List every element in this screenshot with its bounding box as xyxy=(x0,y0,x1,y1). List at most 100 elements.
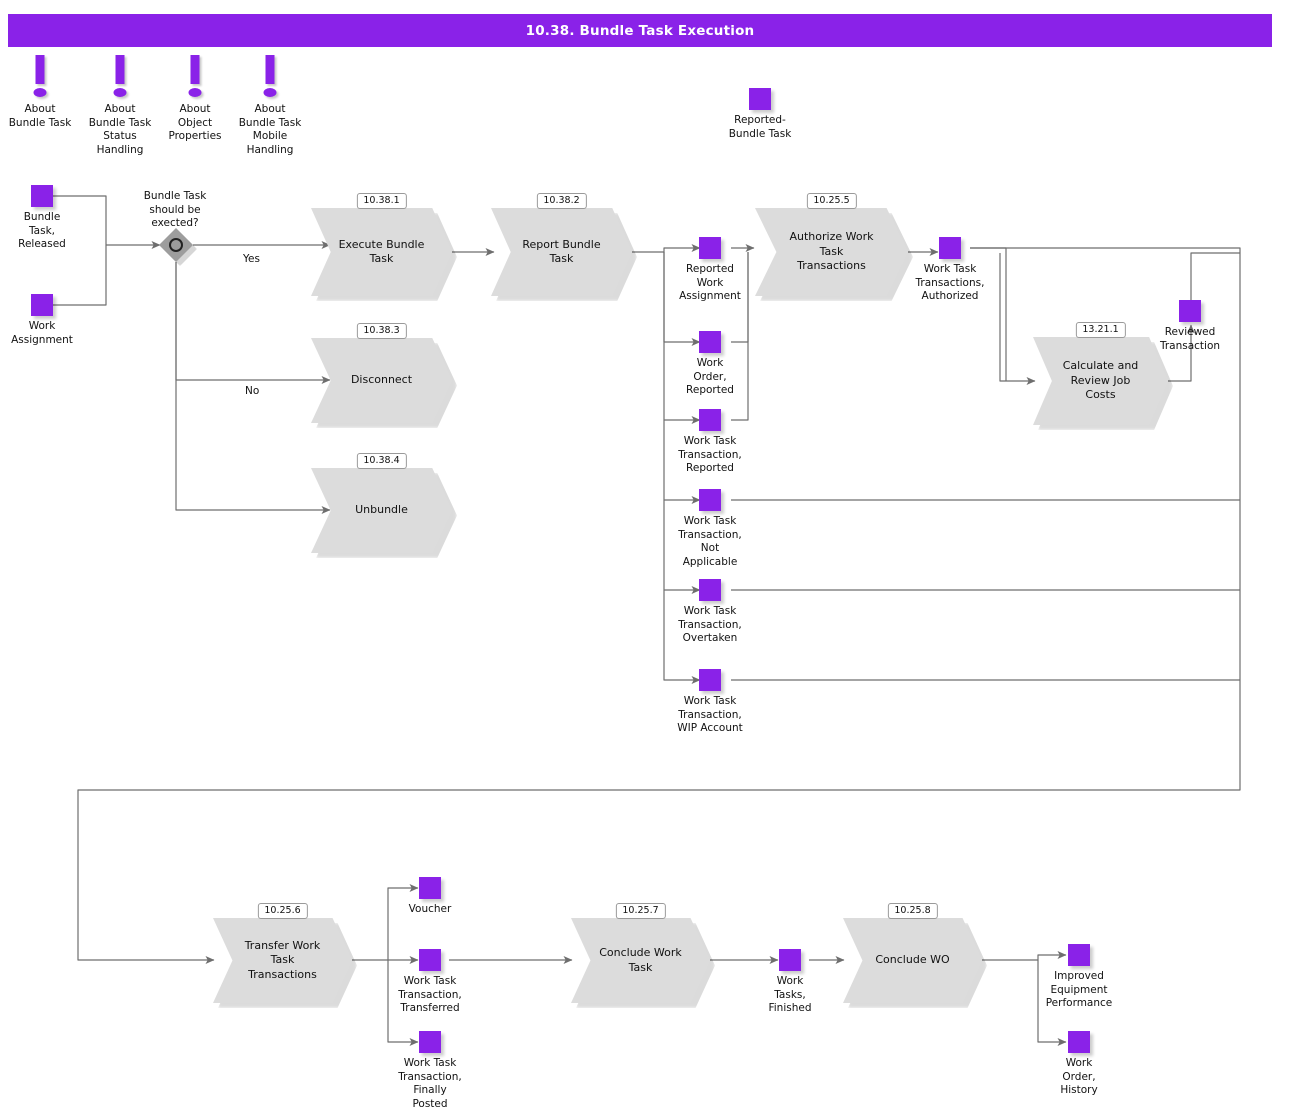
data-object-icon xyxy=(699,669,721,691)
object-work-task-transaction-wip-account[interactable]: Work Task Transaction, WIP Account xyxy=(650,669,770,736)
object-work-task-transaction-transferred[interactable]: Work Task Transaction, Transferred xyxy=(370,949,490,1016)
object-reported-bundle-task[interactable]: Reported- Bundle Task xyxy=(700,88,820,141)
process-badge: 10.25.5 xyxy=(806,193,857,209)
page-title: 10.38. Bundle Task Execution xyxy=(8,14,1272,47)
note-about-object-properties[interactable]: About Object Properties xyxy=(140,55,250,144)
data-object-icon xyxy=(699,331,721,353)
object-label: Work Order, Reported xyxy=(686,357,734,396)
process-label: Unbundle xyxy=(355,503,408,517)
data-object-icon xyxy=(419,949,441,971)
process-shape: Disconnect xyxy=(311,338,452,423)
object-reviewed-transaction[interactable]: Reviewed Transaction xyxy=(1130,300,1250,353)
object-improved-equipment-performance[interactable]: Improved Equipment Performance xyxy=(1019,944,1139,1011)
process-label: Authorize Work Task Transactions xyxy=(789,230,874,273)
object-work-order-history[interactable]: Work Order, History xyxy=(1019,1031,1139,1098)
object-work-task-transaction-overtaken[interactable]: Work Task Transaction, Overtaken xyxy=(650,579,770,646)
data-object-icon xyxy=(1068,1031,1090,1053)
object-label: Reported Work Assignment xyxy=(679,263,741,302)
data-object-icon xyxy=(779,949,801,971)
process-shape: Unbundle xyxy=(311,468,452,553)
object-reported-work-assignment[interactable]: Reported Work Assignment xyxy=(650,237,770,304)
note-label: About Bundle Task xyxy=(8,103,72,129)
object-work-tasks-finished[interactable]: Work Tasks, Finished xyxy=(730,949,850,1016)
note-about-bundle-task[interactable]: About Bundle Task xyxy=(0,55,95,130)
note-label: About Bundle Task Mobile Handling xyxy=(238,103,302,156)
object-work-task-transaction-not-applicable[interactable]: Work Task Transaction, Not Applicable xyxy=(650,489,770,569)
process-transfer-work-task-transactions[interactable]: 10.25.6 Transfer Work Task Transactions xyxy=(213,903,357,1008)
process-label: Conclude WO xyxy=(875,953,950,967)
decision-bundle-task-should-be-executed[interactable] xyxy=(159,228,197,266)
data-object-icon xyxy=(31,185,53,207)
process-badge: 13.21.1 xyxy=(1075,322,1126,338)
object-work-order-reported[interactable]: Work Order, Reported xyxy=(650,331,770,398)
object-label: Work Task Transaction, Overtaken xyxy=(678,605,742,644)
data-object-icon xyxy=(1179,300,1201,322)
process-shape: Transfer Work Task Transactions xyxy=(213,918,352,1003)
process-authorize-work-task-transactions[interactable]: 10.25.5 Authorize Work Task Transactions xyxy=(755,193,913,301)
data-object-icon xyxy=(749,88,771,110)
process-execute-bundle-task[interactable]: 10.38.1 Execute Bundle Task xyxy=(311,193,457,301)
object-label: Work Task Transaction, WIP Account xyxy=(677,695,743,734)
object-label: Work Tasks, Finished xyxy=(768,975,812,1014)
process-badge: 10.38.1 xyxy=(356,193,407,209)
note-about-bundle-task-status-handling[interactable]: About Bundle Task Status Handling xyxy=(65,55,175,157)
object-label: Work Task Transaction, Finally Posted xyxy=(398,1057,462,1110)
process-shape: Conclude WO xyxy=(843,918,982,1003)
exclamation-icon xyxy=(0,55,95,101)
data-object-icon xyxy=(1068,944,1090,966)
process-badge: 10.38.3 xyxy=(356,323,407,339)
edge-label-yes: Yes xyxy=(243,253,260,265)
object-work-task-transaction-finally-posted[interactable]: Work Task Transaction, Finally Posted xyxy=(370,1031,490,1111)
object-label: Work Task Transaction, Transferred xyxy=(398,975,462,1014)
process-label: Calculate and Review Job Costs xyxy=(1062,359,1139,402)
note-label: About Object Properties xyxy=(168,103,222,142)
process-shape: Conclude Work Task xyxy=(571,918,710,1003)
object-voucher[interactable]: Voucher xyxy=(370,877,490,917)
process-disconnect[interactable]: 10.38.3 Disconnect xyxy=(311,323,457,428)
process-calculate-and-review-job-costs[interactable]: 13.21.1 Calculate and Review Job Costs xyxy=(1033,322,1173,430)
object-label: Work Order, History xyxy=(1060,1057,1098,1096)
process-badge: 10.38.4 xyxy=(356,453,407,469)
process-label: Disconnect xyxy=(350,373,413,387)
object-work-task-transaction-reported[interactable]: Work Task Transaction, Reported xyxy=(650,409,770,476)
process-report-bundle-task[interactable]: 10.38.2 Report Bundle Task xyxy=(491,193,637,301)
object-bundle-task-released[interactable]: Bundle Task, Released xyxy=(0,185,102,252)
object-work-task-transactions-authorized[interactable]: Work Task Transactions, Authorized xyxy=(890,237,1010,304)
data-object-icon xyxy=(419,877,441,899)
process-shape: Report Bundle Task xyxy=(491,208,632,296)
object-label: Work Assignment xyxy=(11,320,73,346)
process-badge: 10.25.8 xyxy=(887,903,938,919)
data-object-icon xyxy=(699,237,721,259)
data-object-icon xyxy=(699,489,721,511)
object-label: Work Task Transaction, Reported xyxy=(678,435,742,474)
process-label: Conclude Work Task xyxy=(599,946,682,974)
note-about-bundle-task-mobile-handling[interactable]: About Bundle Task Mobile Handling xyxy=(215,55,325,157)
object-label: Work Task Transactions, Authorized xyxy=(915,263,985,302)
process-label: Execute Bundle Task xyxy=(338,237,425,266)
exclamation-icon xyxy=(215,55,325,101)
object-label: Work Task Transaction, Not Applicable xyxy=(678,515,742,568)
object-label: Voucher xyxy=(408,903,452,915)
object-work-assignment[interactable]: Work Assignment xyxy=(0,294,102,347)
object-label: Reviewed Transaction xyxy=(1159,326,1221,352)
data-object-icon xyxy=(419,1031,441,1053)
process-shape: Calculate and Review Job Costs xyxy=(1033,337,1168,425)
data-object-icon xyxy=(31,294,53,316)
data-object-icon xyxy=(699,579,721,601)
process-badge: 10.25.6 xyxy=(257,903,308,919)
process-label: Transfer Work Task Transactions xyxy=(244,938,321,981)
object-label: Reported- Bundle Task xyxy=(728,114,792,140)
object-label: Bundle Task, Released xyxy=(18,211,66,250)
process-unbundle[interactable]: 10.38.4 Unbundle xyxy=(311,453,457,558)
process-shape: Authorize Work Task Transactions xyxy=(755,208,908,296)
data-object-icon xyxy=(939,237,961,259)
process-label: Report Bundle Task xyxy=(522,237,601,266)
process-conclude-wo[interactable]: 10.25.8 Conclude WO xyxy=(843,903,987,1008)
process-conclude-work-task[interactable]: 10.25.7 Conclude Work Task xyxy=(571,903,715,1008)
decision-question: Bundle Task should be exected? xyxy=(143,190,207,229)
process-shape: Execute Bundle Task xyxy=(311,208,452,296)
exclamation-icon xyxy=(65,55,175,101)
object-label: Improved Equipment Performance xyxy=(1045,970,1113,1009)
